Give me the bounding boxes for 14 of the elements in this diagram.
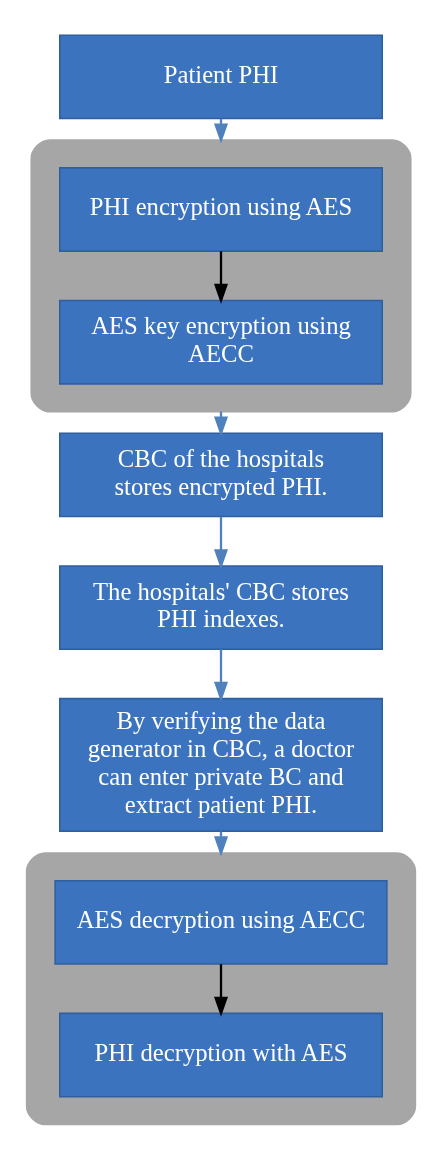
arrow <box>213 251 229 304</box>
node-box: By verifying the data generator in CBC, a doctor can enter private BC and extract patient PHI. <box>59 697 383 833</box>
node-box: Patient PHI <box>59 34 383 120</box>
node-box: PHI encryption using AES <box>59 167 383 252</box>
node-box: The hospitals' CBC stores PHI indexes. <box>59 565 383 651</box>
node-box: CBC of the hospitals stores encrypted PHI. <box>59 432 383 518</box>
arrow <box>213 649 229 702</box>
arrow <box>213 964 229 1017</box>
node-box: AES decryption using AECC <box>54 879 388 965</box>
arrow <box>213 516 229 570</box>
cluster <box>25 852 417 1126</box>
cluster <box>30 139 412 413</box>
node-box: AES key encryption using AECC <box>59 299 383 385</box>
node-box: PHI decryption with AES <box>59 1012 383 1098</box>
